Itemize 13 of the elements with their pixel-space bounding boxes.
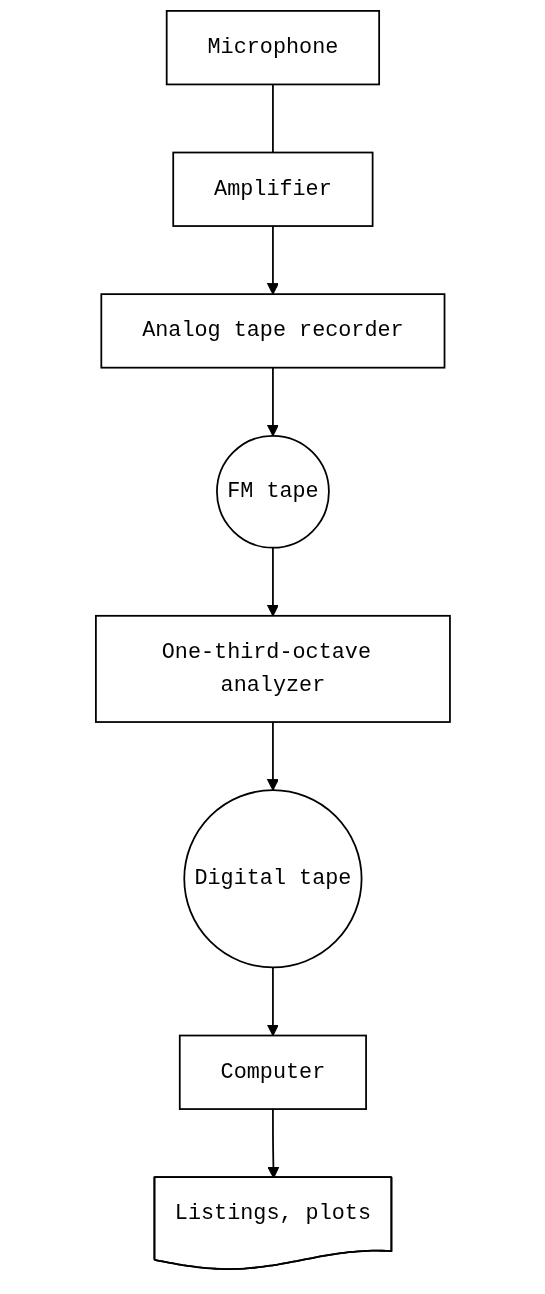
connector: [271, 83, 274, 154]
arrow: [266, 721, 279, 791]
arrow: [266, 966, 279, 1037]
arrow: [266, 225, 279, 295]
node-box: Analog tape recorder: [100, 293, 445, 369]
node-circle: Digital tape: [182, 789, 363, 969]
arrow: [266, 366, 279, 437]
node-box: Microphone: [165, 10, 380, 86]
arrow: [266, 546, 279, 617]
node-box: One-third-octave analyzer: [94, 614, 451, 723]
node-circle: FM tape: [215, 434, 330, 549]
node-box: Amplifier: [171, 151, 374, 227]
node-box: Computer: [178, 1034, 367, 1110]
